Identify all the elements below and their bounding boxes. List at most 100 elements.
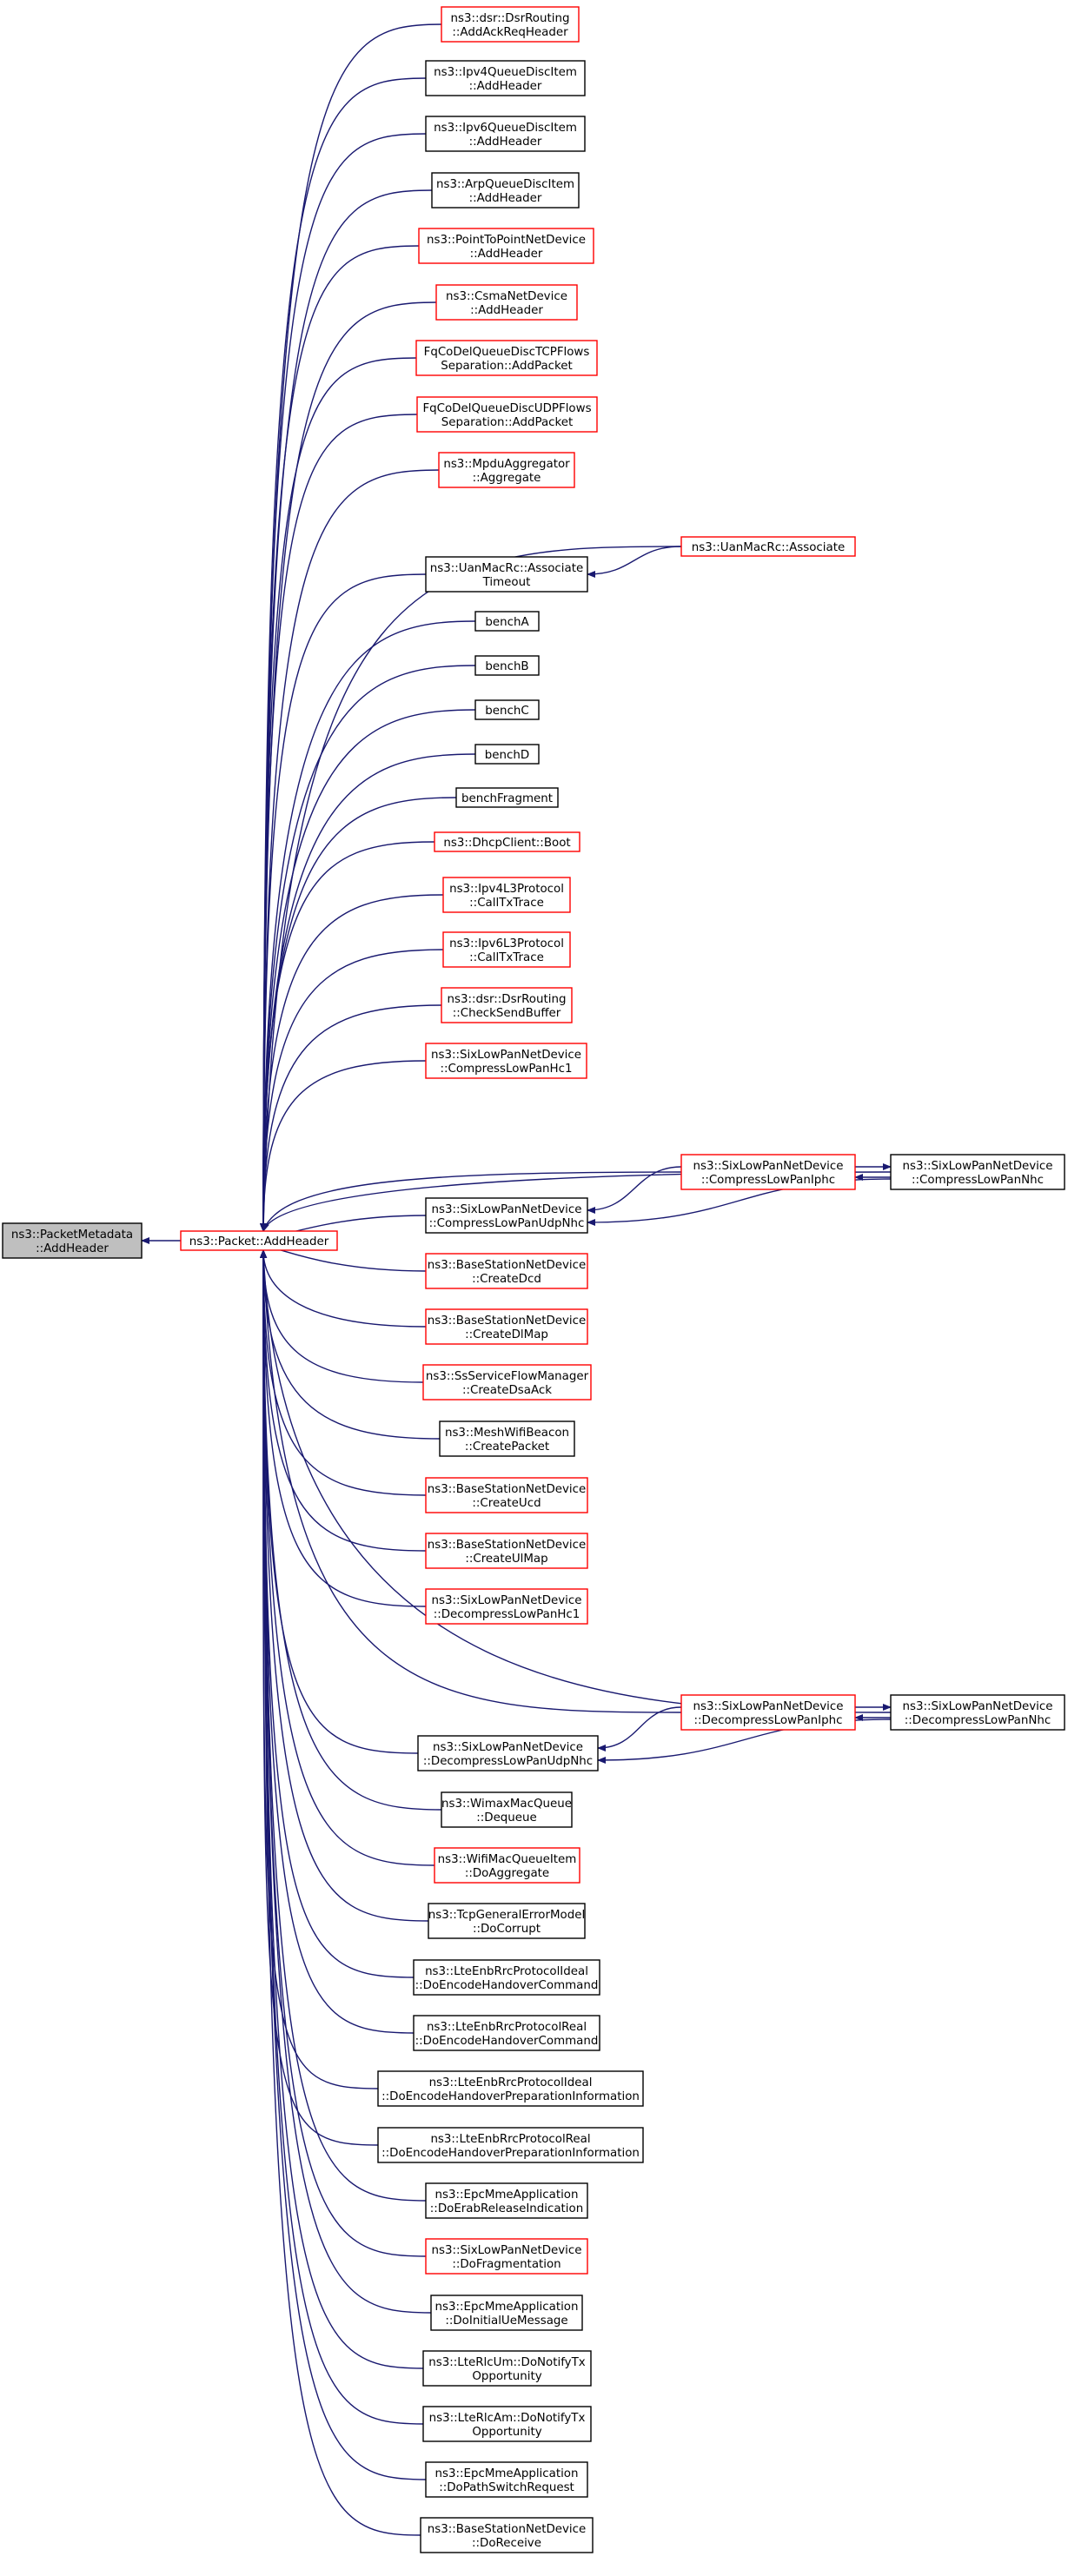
node-label: benchB (485, 660, 528, 673)
node-label: Opportunity (472, 2426, 541, 2439)
node-ns3-ssserviceflowmanager-createdsaack[interactable]: ns3::SsServiceFlowManager::CreateDsaAck (422, 1364, 592, 1401)
node-ns3-lteenbrrcprotocolideal-doencodehandoverpreparationinformation[interactable]: ns3::LteEnbRrcProtocolIdeal::DoEncodeHan… (377, 2070, 644, 2107)
node-box (418, 228, 594, 264)
node-label: ns3::SixLowPanNetDevice (432, 1594, 582, 1607)
node-box (2, 1222, 143, 1259)
node-ns3-uanmacrc-associate[interactable]: ns3::UanMacRc::Associate (680, 536, 856, 557)
node-label: ::DoErabReleaseIndication (430, 2202, 583, 2215)
node-ns3-sixlowpannetdevice-decompresslowpannhc[interactable]: ns3::SixLowPanNetDevice::DecompressLowPa… (890, 1694, 1065, 1731)
node-box (425, 60, 586, 96)
node-ns3-mpduaggregator-aggregate[interactable]: ns3::MpduAggregator::Aggregate (438, 452, 575, 488)
node-label: ns3::PointToPointNetDevice (427, 234, 586, 247)
node-bencha[interactable]: benchA (474, 611, 540, 632)
node-label: ::CreateUcd (472, 1497, 541, 1510)
node-label: ns3::SixLowPanNetDevice (432, 1203, 582, 1216)
node-ns3-epcmmeapplication-doerabreleaseindication[interactable]: ns3::EpcMmeApplication::DoErabReleaseInd… (425, 2182, 588, 2219)
node-ns3-basestationnetdevice-createdlmap[interactable]: ns3::BaseStationNetDevice::CreateDlMap (425, 1308, 588, 1345)
edge-n8-to-pk (260, 414, 418, 1232)
node-label: ::AddHeader (469, 192, 542, 205)
node-label: ns3::WimaxMacQueue (441, 1798, 572, 1811)
node-ns3-sixlowpannetdevice-dofragmentation[interactable]: ns3::SixLowPanNetDevice::DoFragmentation (425, 2238, 588, 2275)
node-ns3-ipv6l3protocol-calltxtrace[interactable]: ns3::Ipv6L3Protocol::CallTxTrace (442, 931, 571, 968)
node-box (890, 1694, 1065, 1731)
node-box (377, 2070, 644, 2107)
node-ns3-wimaxmacqueue-dequeue[interactable]: ns3::WimaxMacQueue::Dequeue (441, 1791, 573, 1828)
node-ns3-ipv6queuediscitem-addheader[interactable]: ns3::Ipv6QueueDiscItem::AddHeader (425, 116, 586, 152)
node-ns3-sixlowpannetdevice-decompresslowpaniphc[interactable]: ns3::SixLowPanNetDevice::DecompressLowPa… (680, 1694, 856, 1731)
edge-n19-to-pk (260, 949, 444, 1232)
node-label: ns3::PacketMetadata (11, 1228, 133, 1242)
node-ns3-epcmmeapplication-dopathswitchrequest[interactable]: ns3::EpcMmeApplication::DoPathSwitchRequ… (425, 2461, 588, 2498)
node-label: benchFragment (461, 792, 553, 805)
node-ns3-epcmmeapplication-doinitialuemessage[interactable]: ns3::EpcMmeApplication::DoInitialUeMessa… (430, 2295, 583, 2331)
node-ns3-tcpgeneralerrormodel-docorrupt[interactable]: ns3::TcpGeneralErrorModel::DoCorrupt (428, 1903, 586, 1939)
edge-n36-to-pk (260, 1249, 435, 1866)
node-box (680, 1694, 856, 1731)
node-fqcodelqueuediscudpflowsseparation-addpacket[interactable]: FqCoDelQueueDiscUDPFlowsSeparation::AddP… (416, 396, 598, 433)
node-ns3-basestationnetdevice-createulmap[interactable]: ns3::BaseStationNetDevice::CreateUlMap (425, 1533, 588, 1569)
node-benchb[interactable]: benchB (474, 655, 540, 676)
node-ns3-packetmetadata-addheader[interactable]: ns3::PacketMetadata::AddHeader (2, 1222, 143, 1259)
node-box (890, 1154, 1065, 1190)
edge-n37-to-pk (260, 1249, 429, 1922)
node-ns3-sixlowpannetdevice-compresslowpaniphc[interactable]: ns3::SixLowPanNetDevice::CompressLowPanI… (680, 1154, 856, 1190)
node-ns3-basestationnetdevice-doreceive[interactable]: ns3::BaseStationNetDevice::DoReceive (420, 2517, 594, 2553)
node-ns3-arpqueuediscitem-addheader[interactable]: ns3::ArpQueueDiscItem::AddHeader (431, 172, 580, 209)
edge-n42-to-pk (260, 1249, 427, 2202)
node-label: ns3::ArpQueueDiscItem (436, 178, 574, 191)
node-ns3-ipv4l3protocol-calltxtrace[interactable]: ns3::Ipv4L3Protocol::CallTxTrace (442, 877, 571, 913)
node-ns3-dhcpclient-boot[interactable]: ns3::DhcpClient::Boot (434, 831, 580, 852)
node-ns3-ipv4queuediscitem-addheader[interactable]: ns3::Ipv4QueueDiscItem::AddHeader (425, 60, 586, 96)
node-ns3-basestationnetdevice-createucd[interactable]: ns3::BaseStationNetDevice::CreateUcd (425, 1477, 588, 1513)
node-benchc[interactable]: benchC (474, 699, 540, 720)
edge-n20-to-pk (260, 1004, 442, 1232)
node-ns3-dsr-dsrrouting-addackreqheader[interactable]: ns3::dsr::DsrRouting::AddAckReqHeader (441, 6, 580, 43)
node-ns3-lteenbrrcprotocolideal-doencodehandovercommand[interactable]: ns3::LteEnbRrcProtocolIdeal::DoEncodeHan… (413, 1959, 600, 1996)
edge-n22-to-n24 (587, 1166, 682, 1214)
node-label: ::AddHeader (469, 80, 542, 93)
node-label: ::AddHeader (36, 1242, 109, 1255)
node-fqcodelqueuedisctcpflowsseparation-addpacket[interactable]: FqCoDelQueueDiscTCPFlowsSeparation::AddP… (415, 340, 598, 376)
node-box (434, 831, 580, 852)
node-ns3-sixlowpannetdevice-compresslowpannhc[interactable]: ns3::SixLowPanNetDevice::CompressLowPanN… (890, 1154, 1065, 1190)
edge-n13-to-pk (260, 665, 476, 1232)
node-ns3-wifimacqueueitem-doaggregate[interactable]: ns3::WifiMacQueueItem::DoAggregate (434, 1847, 580, 1884)
node-ns3-lteenbrrcprotocolreal-doencodehandoverpreparationinformation[interactable]: ns3::LteEnbRrcProtocolReal::DoEncodeHand… (377, 2127, 644, 2163)
node-label: ns3::BaseStationNetDevice (428, 1539, 587, 1552)
node-ns3-lteenbrrcprotocolreal-doencodehandovercommand[interactable]: ns3::LteEnbRrcProtocolReal::DoEncodeHand… (413, 2015, 600, 2051)
node-label: ns3::Ipv6L3Protocol (449, 937, 564, 950)
node-ns3-packet-addheader[interactable]: ns3::Packet::AddHeader (180, 1230, 338, 1251)
node-box (455, 787, 559, 808)
node-ns3-dsr-dsrrouting-checksendbuffer[interactable]: ns3::dsr::DsrRouting::CheckSendBuffer (441, 987, 573, 1023)
node-ns3-csmanetdevice-addheader[interactable]: ns3::CsmaNetDevice::AddHeader (435, 284, 578, 321)
node-ns3-sixlowpannetdevice-decompresslowpanhc1[interactable]: ns3::SixLowPanNetDevice::DecompressLowPa… (425, 1588, 588, 1625)
node-label: ::CallTxTrace (469, 951, 544, 964)
node-label: ::CheckSendBuffer (453, 1007, 561, 1020)
node-benchfragment[interactable]: benchFragment (455, 787, 559, 808)
node-box (474, 744, 540, 765)
edge-n9-to-pk (260, 469, 440, 1232)
node-ns3-sixlowpannetdevice-compresslowpanhc1[interactable]: ns3::SixLowPanNetDevice::CompressLowPanH… (425, 1043, 587, 1079)
edge-n18-to-pk (260, 894, 444, 1232)
node-benchd[interactable]: benchD (474, 744, 540, 765)
node-ns3-sixlowpannetdevice-compresslowpanudpnhc[interactable]: ns3::SixLowPanNetDevice::CompressLowPanU… (425, 1197, 588, 1234)
node-ns3-basestationnetdevice-createdcd[interactable]: ns3::BaseStationNetDevice::CreateDcd (425, 1253, 588, 1289)
edge-n32-to-pk (260, 1249, 682, 1713)
node-label: ::CreateDlMap (465, 1328, 548, 1341)
node-label: ::DoAggregate (465, 1867, 549, 1880)
edge-n7-to-pk (260, 357, 417, 1232)
node-box (474, 611, 540, 632)
node-ns3-pointtopointnetdevice-addheader[interactable]: ns3::PointToPointNetDevice::AddHeader (418, 228, 594, 264)
node-label: ::CreatePacket (465, 1440, 549, 1454)
node-label: ::CompressLowPanNhc (912, 1174, 1044, 1187)
node-box (377, 2127, 644, 2163)
node-label: ::DecompressLowPanIphc (694, 1714, 843, 1727)
node-box (441, 6, 580, 43)
node-ns3-sixlowpannetdevice-decompresslowpanudpnhc[interactable]: ns3::SixLowPanNetDevice::DecompressLowPa… (417, 1735, 599, 1771)
node-label: ns3::TcpGeneralErrorModel (428, 1909, 585, 1922)
node-ns3-meshwifibeacon-createpacket[interactable]: ns3::MeshWifiBeacon::CreatePacket (439, 1420, 575, 1457)
